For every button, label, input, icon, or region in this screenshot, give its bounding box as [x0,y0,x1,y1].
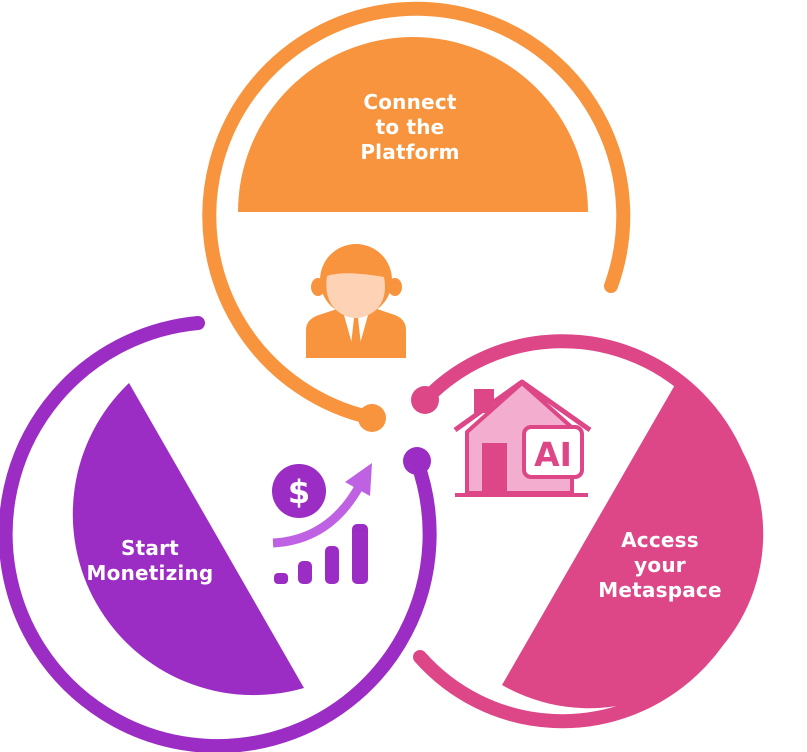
connect-ring-arc [202,1,631,425]
monetize-step: $ [0,316,437,752]
connect-label-line-3: Platform [360,140,460,164]
svg-text:AI: AI [534,435,572,474]
monetize-wedge [72,383,304,696]
metaspace-label-line-2: your [634,553,686,577]
svg-text:$: $ [288,473,310,511]
connect-ring-dot [358,404,386,432]
ai-house-icon: AI [453,379,592,497]
connect-half-disc [238,37,588,212]
metaspace-ring-dot [411,386,439,414]
connect-step-label: Connect to the Platform [330,90,490,165]
dollar-coin-icon [272,464,326,518]
monetize-ring-dot [403,447,431,475]
monetize-label-line-2: Monetizing [86,561,214,585]
metaspace-step-label: Access your Metaspace [570,528,750,603]
metaspace-wedge [502,383,764,709]
metaspace-label-line-3: Metaspace [598,578,722,602]
connect-label-line-2: to the [375,115,445,139]
connect-step [202,1,631,432]
revenue-growth-icon: $ [272,463,372,584]
connect-label-line-1: Connect [363,90,457,114]
businessman-icon [306,244,406,358]
metaspace-step: AI [411,334,764,729]
monetize-step-label: Start Monetizing [60,536,240,586]
monetize-label-line-1: Start [121,536,179,560]
monetize-ring-arc [0,316,437,752]
metaspace-label-line-1: Access [621,528,699,552]
